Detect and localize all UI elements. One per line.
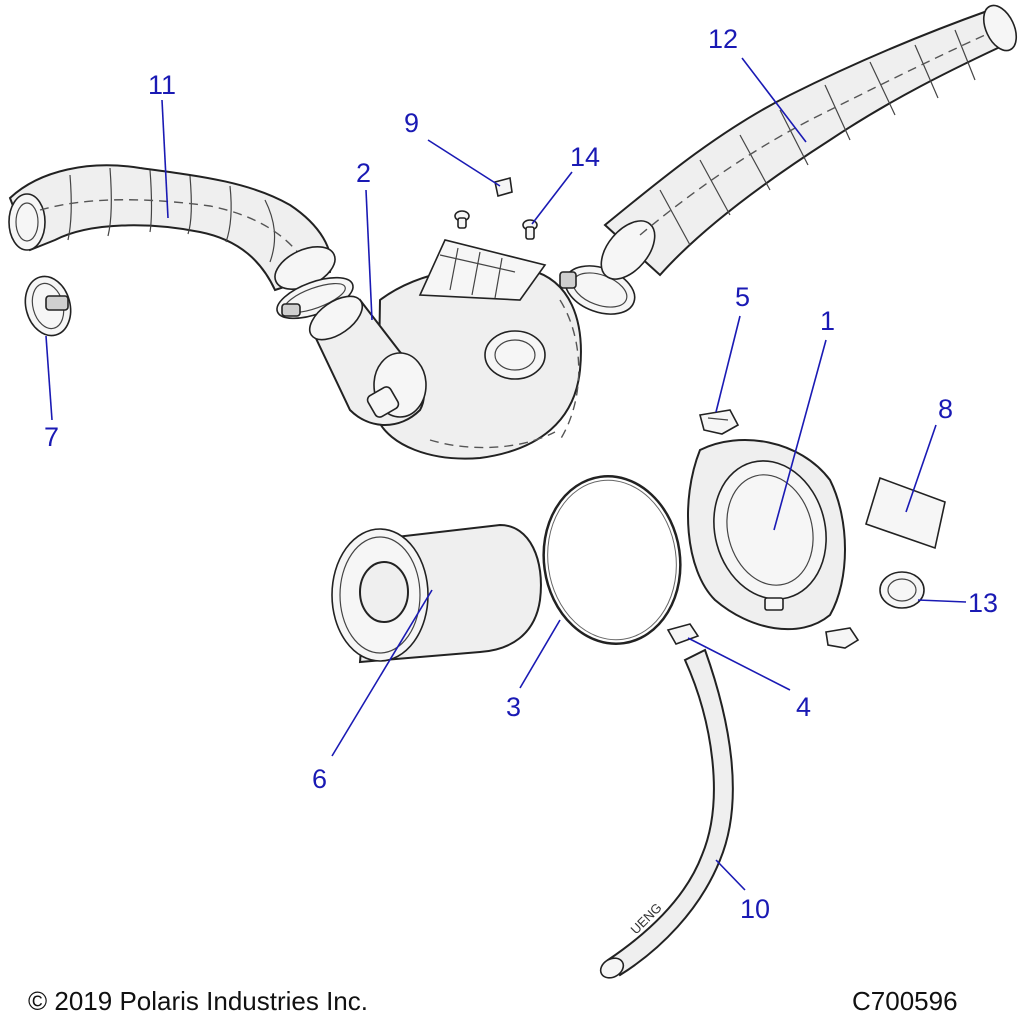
leader-2 xyxy=(365,189,373,321)
part-9-screw xyxy=(494,176,513,198)
leader-7 xyxy=(45,335,53,421)
callout-14: 14 xyxy=(570,142,600,172)
callout-1: 1 xyxy=(820,306,835,336)
leader-13 xyxy=(917,599,967,603)
leader-5 xyxy=(715,315,741,413)
part-11-intake-duct xyxy=(8,164,336,292)
leader-1 xyxy=(773,339,827,531)
part-12-outlet-duct xyxy=(600,4,1018,280)
diagram-code: C700596 xyxy=(852,986,958,1016)
callout-2: 2 xyxy=(356,158,371,188)
callout-3: 3 xyxy=(506,692,521,722)
leader-3 xyxy=(519,619,561,689)
part-3-seal-ring xyxy=(542,475,682,645)
part-10-drain-hose: UENG xyxy=(599,648,734,979)
callout-9: 9 xyxy=(404,108,419,138)
callout-5: 5 xyxy=(735,282,750,312)
leader-lines xyxy=(45,57,967,891)
leader-10 xyxy=(715,859,746,891)
callout-6: 6 xyxy=(312,764,327,794)
callout-4: 4 xyxy=(796,692,811,722)
part-5-clip xyxy=(699,409,740,435)
part-4-clamp xyxy=(666,623,700,645)
callout-7: 7 xyxy=(44,422,59,452)
part-1-airbox-cover xyxy=(687,439,846,631)
part-7-hose-clamp xyxy=(24,275,72,337)
copyright-notice: © 2019 Polaris Industries Inc. xyxy=(28,986,368,1016)
callout-11: 11 xyxy=(148,70,176,100)
part-8-label xyxy=(865,476,946,550)
leader-11 xyxy=(161,99,169,219)
callout-12: 12 xyxy=(708,24,738,54)
callout-8: 8 xyxy=(938,394,953,424)
part-2-airbox-housing xyxy=(308,239,582,460)
leader-4 xyxy=(687,637,791,691)
callout-10: 10 xyxy=(740,894,770,924)
part-6-filter-element xyxy=(331,523,542,664)
leader-12 xyxy=(741,57,807,143)
leader-6 xyxy=(331,589,433,757)
cover-latch-clip xyxy=(825,627,860,649)
callout-labels: 1 2 3 4 5 6 7 8 9 10 11 12 13 14 xyxy=(44,24,998,924)
leader-9 xyxy=(427,139,501,187)
part-14-screw xyxy=(454,210,538,240)
callout-13: 13 xyxy=(968,588,998,618)
leader-14 xyxy=(531,171,573,225)
leader-8 xyxy=(905,424,937,513)
part-13-plug xyxy=(879,571,925,609)
